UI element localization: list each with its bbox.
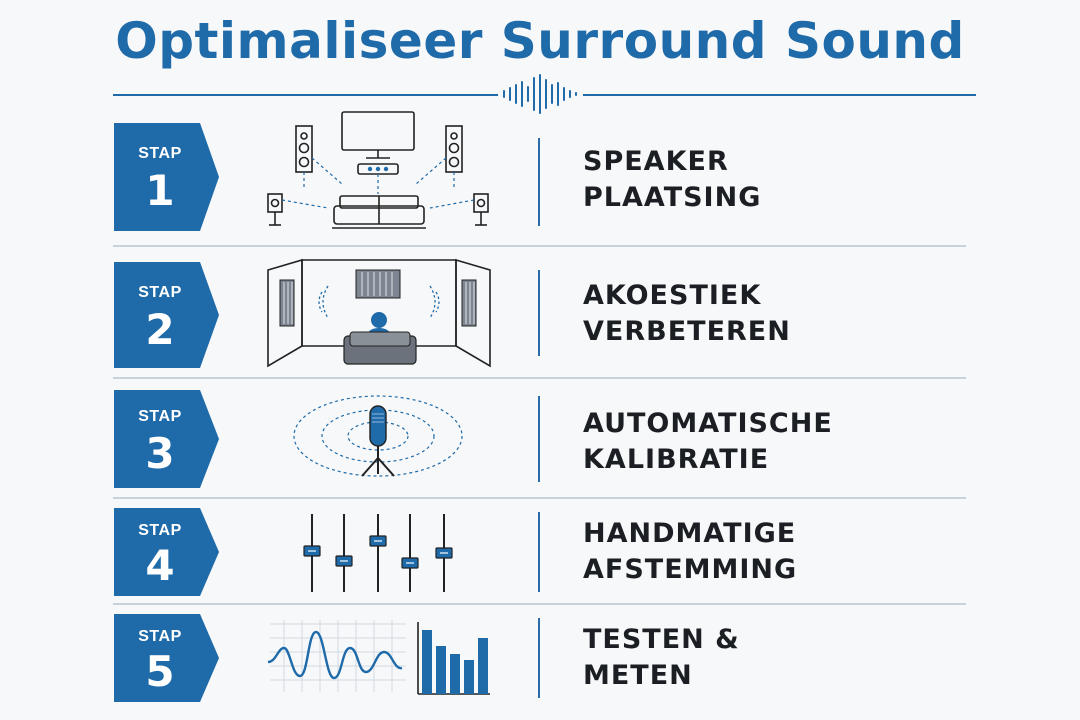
step-badge-label: STAP [138, 145, 182, 162]
step-row-1: STAP 1 [0, 111, 1080, 246]
sound-wave-icon [503, 74, 577, 114]
row-separator [113, 245, 966, 247]
speaker-layout-icon [267, 111, 489, 229]
step-badge-number: 1 [145, 166, 175, 215]
step-label-line2: KALIBRATIE [583, 444, 770, 475]
step-badge-label: STAP [138, 522, 182, 539]
step-label-1: SPEAKER PLAATSING [583, 144, 761, 216]
step-badge-label: STAP [138, 284, 182, 301]
step-badge-1: STAP 1 [114, 123, 219, 231]
step-label-line1: AKOESTIEK [583, 280, 762, 311]
step-badge-4: STAP 4 [114, 508, 219, 596]
row-separator [113, 377, 966, 379]
header-divider-left [113, 94, 498, 96]
row-separator [113, 603, 966, 605]
measurement-graph-icon [267, 620, 490, 695]
step-divider [538, 270, 540, 356]
step-label-4: HANDMATIGE AFSTEMMING [583, 516, 797, 588]
step-label-5: TESTEN & METEN [583, 622, 740, 694]
step-row-4: STAP 4 HANDMATIGE AFSTEMMING [0, 506, 1080, 604]
row-separator [113, 497, 966, 499]
calibration-microphone-icon [293, 395, 463, 477]
step-badge-number: 3 [145, 429, 175, 478]
step-badge-5: STAP 5 [114, 614, 219, 702]
step-badge-number: 4 [145, 541, 175, 590]
step-badge-label: STAP [138, 408, 182, 425]
step-row-2: STAP 2 AKOESTIEK [0, 258, 1080, 378]
acoustic-room-icon [267, 258, 491, 368]
step-badge-label: STAP [138, 628, 182, 645]
step-divider [538, 512, 540, 592]
equalizer-sliders-icon [303, 514, 453, 592]
step-label-line1: AUTOMATISCHE [583, 408, 833, 439]
step-label-line2: VERBETEREN [583, 316, 791, 347]
step-divider [538, 396, 540, 482]
step-label-3: AUTOMATISCHE KALIBRATIE [583, 406, 833, 478]
step-label-line2: PLAATSING [583, 182, 762, 213]
step-row-3: STAP 3 AUTOMATISCHE KALIBRATIE [0, 388, 1080, 498]
step-divider [538, 618, 540, 698]
step-badge-number: 5 [145, 647, 175, 696]
page-title: Optimaliseer Surround Sound [115, 12, 965, 70]
step-divider [538, 138, 540, 226]
step-badge-3: STAP 3 [114, 390, 219, 488]
step-row-5: STAP 5 TESTEN & METEN [0, 612, 1080, 712]
step-label-line1: SPEAKER [583, 146, 729, 177]
step-badge-number: 2 [145, 305, 175, 354]
step-badge-2: STAP 2 [114, 262, 219, 368]
step-label-line2: METEN [583, 660, 693, 691]
step-label-line2: AFSTEMMING [583, 554, 798, 585]
header-divider-right [583, 94, 976, 96]
step-label-line1: TESTEN & [583, 624, 740, 655]
step-label-2: AKOESTIEK VERBETEREN [583, 278, 791, 350]
step-label-line1: HANDMATIGE [583, 518, 797, 549]
